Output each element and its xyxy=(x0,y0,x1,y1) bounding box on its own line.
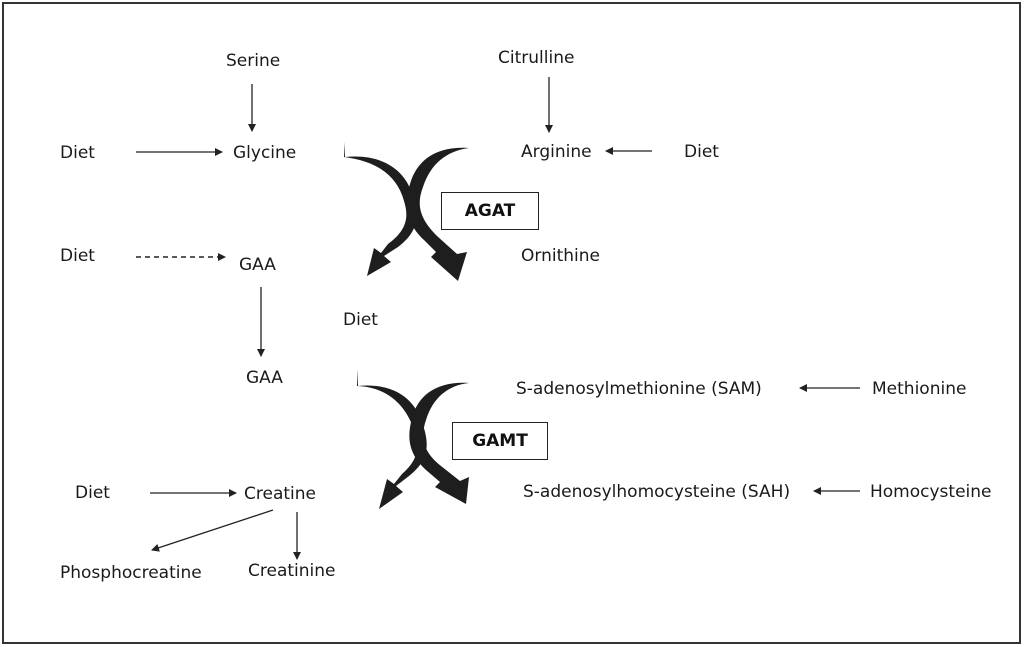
node-diet-arginine: Diet xyxy=(684,142,719,162)
node-sam: S-adenosylmethionine (SAM) xyxy=(516,379,762,399)
gamt-enzyme-box: GAMT xyxy=(452,422,548,460)
node-diet-glycine: Diet xyxy=(60,143,95,163)
node-diet-gaa: Diet xyxy=(60,246,95,266)
node-diet-middle: Diet xyxy=(343,310,378,330)
node-citrulline: Citrulline xyxy=(498,48,575,68)
agat-reaction-arrows xyxy=(344,132,469,281)
gamt-reaction-arrows xyxy=(357,366,469,509)
arrow-creatine-to-phosphocreatine xyxy=(151,509,274,552)
node-creatine: Creatine xyxy=(244,484,316,504)
agat-enzyme-box: AGAT xyxy=(441,192,539,230)
node-homocysteine: Homocysteine xyxy=(870,482,992,502)
node-glycine: Glycine xyxy=(233,143,297,163)
node-arginine: Arginine xyxy=(521,142,592,162)
node-ornithine: Ornithine xyxy=(521,246,600,266)
node-gaa-top: GAA xyxy=(239,255,276,275)
node-serine: Serine xyxy=(226,51,281,71)
node-diet-creatine: Diet xyxy=(75,483,110,503)
node-creatinine: Creatinine xyxy=(248,561,336,581)
node-gaa-bottom: GAA xyxy=(246,368,283,388)
node-sah: S-adenosylhomocysteine (SAH) xyxy=(523,482,791,502)
node-methionine: Methionine xyxy=(872,379,967,399)
node-phosphocreatine: Phosphocreatine xyxy=(60,563,202,583)
